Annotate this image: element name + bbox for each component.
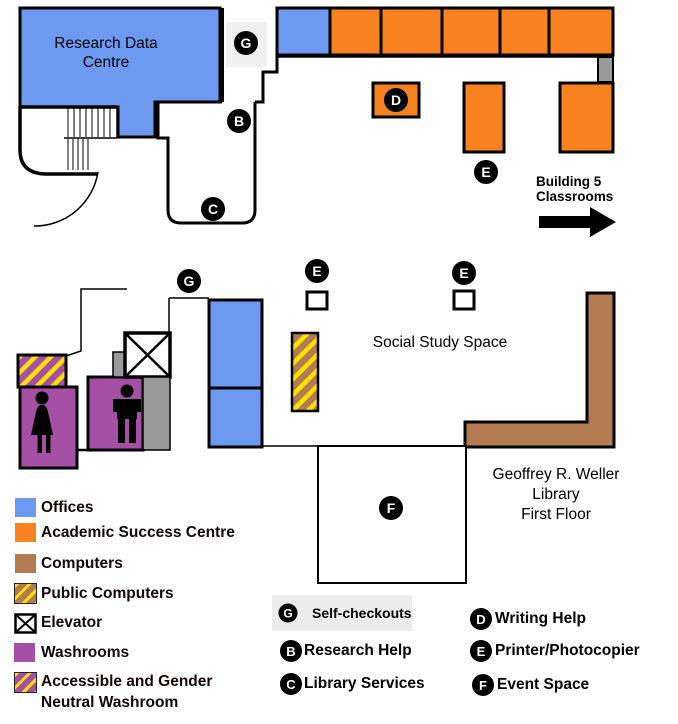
arrow-right-icon <box>539 207 616 237</box>
computers-swatch <box>15 554 36 573</box>
womens-washroom-region <box>18 385 79 470</box>
academic-success-centre-rooms <box>328 6 615 154</box>
public-computers-swatch <box>14 583 37 604</box>
corridor-wall <box>168 297 209 333</box>
building5-label: Building 5 Classrooms <box>536 174 614 204</box>
offices-top-strip <box>275 6 332 57</box>
printer-station-left <box>305 290 329 311</box>
legend-accessible-label-line2: Neutral Washroom <box>41 694 179 711</box>
legend-marker-c: C <box>280 673 302 695</box>
gray-block-mid <box>112 351 126 378</box>
library-title: Geoffrey R. Weller Library First Floor <box>492 466 620 523</box>
offices-mid-upper <box>207 298 264 390</box>
legend-self-checkouts-label: Self-checkouts <box>312 605 412 621</box>
washrooms-swatch <box>14 643 35 662</box>
academic-success-swatch <box>15 523 36 542</box>
legend-asc-label: Academic Success Centre <box>41 524 235 541</box>
accessible-washroom-swatch <box>14 672 37 693</box>
wall-outline <box>65 288 127 357</box>
research-data-centre-label: Research Data Centre <box>54 35 158 71</box>
offices-mid-lower <box>207 386 264 449</box>
offices-swatch <box>15 498 36 517</box>
woman-icon <box>31 391 53 453</box>
marker-self-checkout-mid: G <box>177 269 201 293</box>
legend-washrooms-label: Washrooms <box>41 644 130 661</box>
legend-marker-g: G <box>278 603 298 623</box>
gray-block-top <box>597 56 614 83</box>
marker-event-space: F <box>379 496 403 520</box>
legend-elevator-label: Elevator <box>41 614 103 631</box>
marker-research-help: B <box>227 109 251 133</box>
printer-room-top <box>462 81 506 154</box>
marker-library-services: C <box>201 197 225 221</box>
staircase <box>18 105 118 227</box>
marker-printer-right: E <box>452 261 476 285</box>
marker-writing-help: D <box>384 88 408 112</box>
printer-station-right <box>452 289 476 311</box>
legend-offices-label: Offices <box>41 499 94 516</box>
legend-marker-f: F <box>472 674 494 696</box>
legend-marker-b: B <box>280 640 302 662</box>
man-icon <box>113 384 141 443</box>
legend-printer-label: Printer/Photocopier <box>495 642 640 659</box>
legend-marker-e: E <box>470 640 492 662</box>
marker-printer-left: E <box>305 259 329 283</box>
accessible-washroom-region <box>16 353 68 389</box>
legend-accessible-label-line1: Accessible and Gender <box>41 673 213 690</box>
elevator-x-icon <box>124 332 171 378</box>
legend-research-help-label: Research Help <box>304 642 412 659</box>
legend-public-computers-label: Public Computers <box>41 585 174 602</box>
public-computers-region <box>290 331 320 413</box>
legend-library-services-label: Library Services <box>304 675 425 692</box>
marker-self-checkout-top: G <box>234 31 258 55</box>
legend-writing-help-label: Writing Help <box>495 610 586 627</box>
corridor-wall <box>255 8 279 104</box>
computers-region <box>463 291 616 449</box>
legend-event-space-label: Event Space <box>497 676 590 693</box>
door-swing-arc <box>33 171 99 227</box>
social-study-space-label: Social Study Space <box>372 334 508 351</box>
gray-strip <box>142 376 171 451</box>
marker-printer-top: E <box>474 160 498 184</box>
research-data-centre-region <box>18 6 222 139</box>
library-services-room-outline <box>156 100 257 225</box>
legend-computers-label: Computers <box>41 555 123 572</box>
legend-marker-d: D <box>470 608 492 630</box>
